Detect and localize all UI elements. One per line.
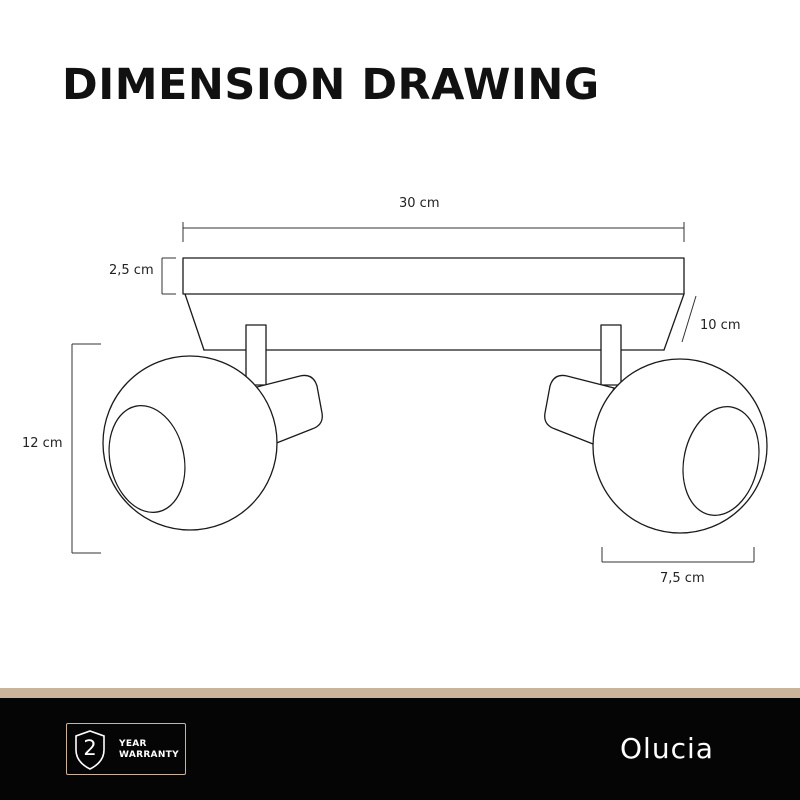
dim-label-depth: 10 cm — [700, 318, 741, 333]
warranty-text: YEAR WARRANTY — [119, 739, 179, 761]
base-taper-left — [184, 293, 205, 351]
left-shade — [102, 355, 278, 531]
base-plate — [182, 257, 685, 295]
left-shade-rim — [108, 404, 186, 514]
footer — [0, 698, 800, 800]
right-shade-rim — [682, 406, 760, 516]
base-taper-right — [663, 293, 685, 351]
dim-line-base-height — [161, 257, 176, 295]
dim-label-height: 12 cm — [22, 436, 63, 451]
dim-label-base-height: 2,5 cm — [109, 263, 154, 278]
page-title: DIMENSION DRAWING — [62, 60, 600, 110]
shield-icon — [75, 730, 105, 770]
left-spot — [102, 324, 323, 531]
dim-line-height — [71, 343, 101, 554]
dim-label-width: 30 cm — [399, 196, 440, 211]
warranty-line-2: WARRANTY — [119, 750, 179, 760]
right-spot — [544, 324, 768, 534]
dim-line-diameter — [601, 547, 755, 563]
dim-line-depth — [681, 295, 697, 343]
warranty-line-1: YEAR — [119, 739, 147, 749]
accent-band — [0, 688, 800, 698]
left-stem — [245, 324, 267, 386]
brand-logo: Olucia — [620, 732, 714, 765]
right-stem — [600, 324, 622, 386]
dim-line-width — [182, 222, 685, 242]
warranty-badge: 2 YEAR WARRANTY — [66, 723, 186, 775]
right-shade — [592, 358, 768, 534]
warranty-years: 2 — [83, 736, 97, 760]
dim-label-diameter: 7,5 cm — [660, 571, 705, 586]
